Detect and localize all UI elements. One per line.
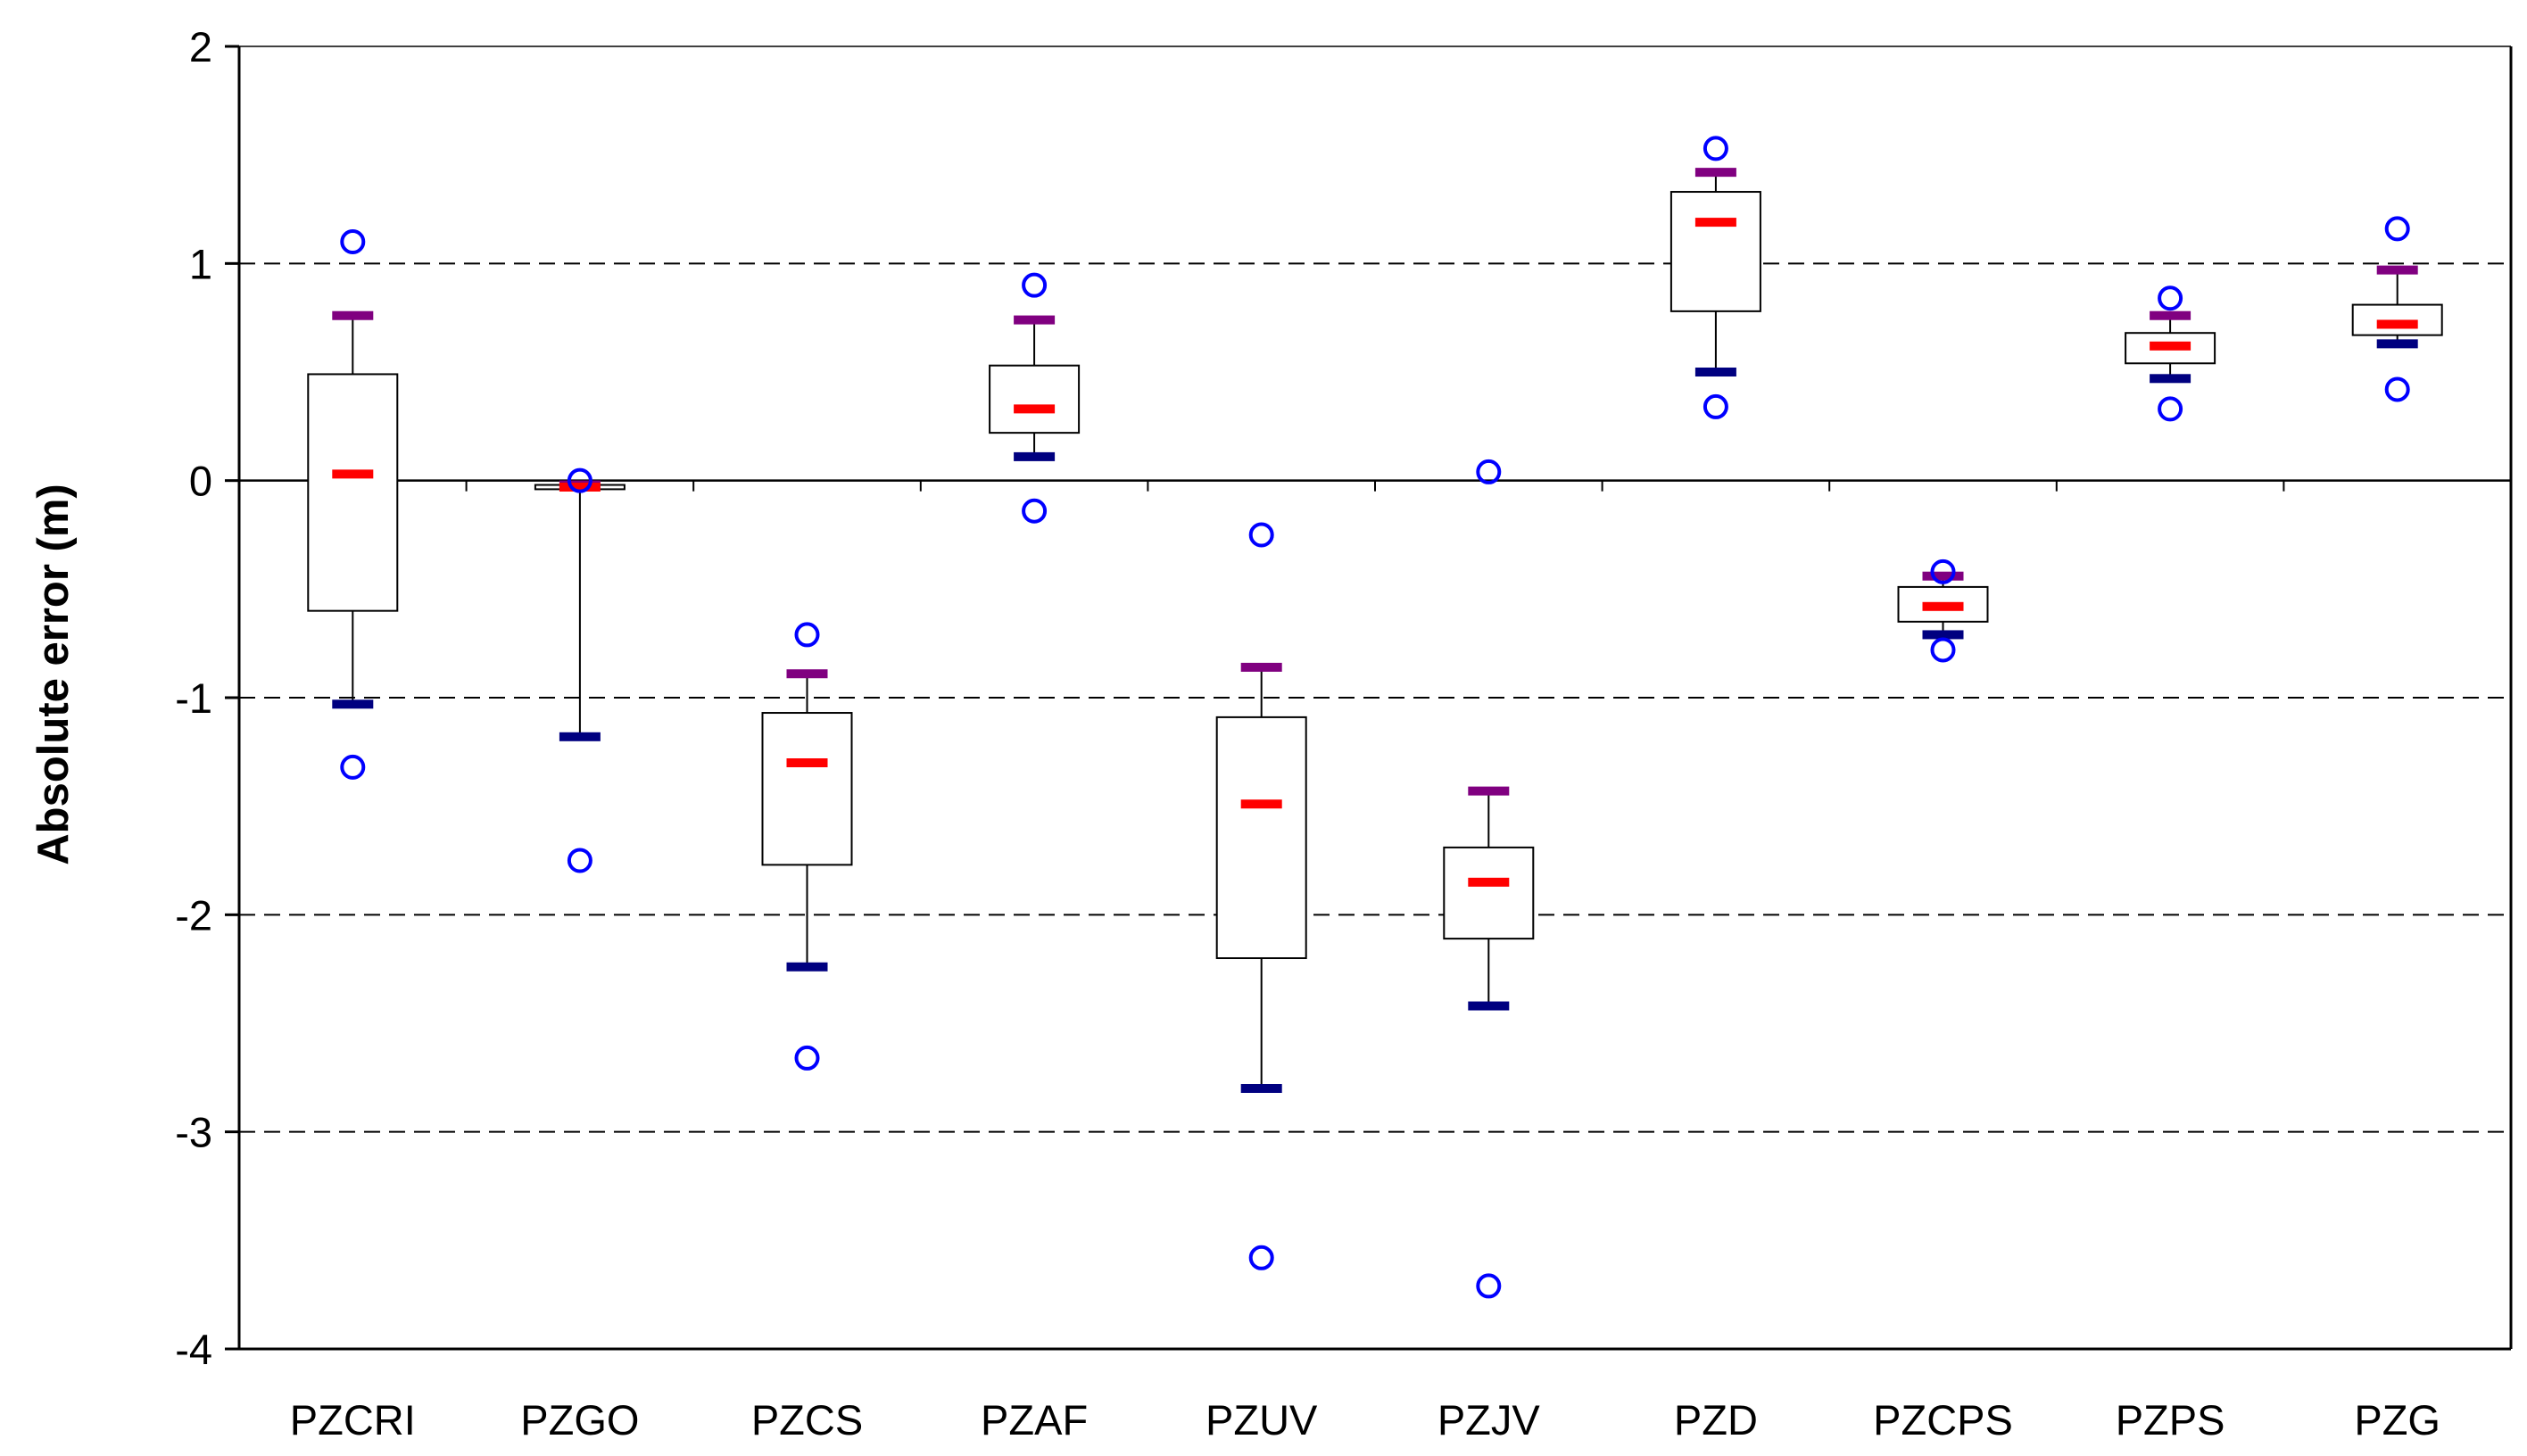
outlier-point bbox=[2384, 376, 2410, 402]
outlier-point bbox=[2158, 396, 2183, 422]
median-marker bbox=[1694, 218, 1736, 228]
x-tick-label: PZPS bbox=[2116, 1396, 2225, 1444]
outlier-point bbox=[567, 467, 592, 493]
box bbox=[307, 373, 399, 612]
axis-layer bbox=[225, 45, 2513, 1351]
box bbox=[1215, 716, 1307, 960]
median-marker bbox=[2150, 341, 2191, 351]
box bbox=[1669, 191, 1761, 312]
y-tick-label: -1 bbox=[175, 674, 212, 722]
y-tick-label: 2 bbox=[189, 23, 212, 70]
y-tick-label: -2 bbox=[175, 891, 212, 939]
y-tick-label: 0 bbox=[189, 458, 212, 505]
max-marker bbox=[1468, 786, 1510, 796]
outlier-point bbox=[1022, 498, 1048, 524]
median-marker bbox=[2376, 319, 2418, 329]
min-marker bbox=[786, 962, 828, 972]
box-group-PZAF bbox=[989, 272, 1081, 524]
box-group-PZD bbox=[1669, 136, 1761, 419]
median-marker bbox=[1240, 799, 1282, 809]
outlier-point bbox=[1703, 393, 1728, 419]
max-marker bbox=[2150, 310, 2191, 320]
box-layer bbox=[307, 136, 2443, 1299]
outlier-point bbox=[1703, 136, 1728, 161]
x-tick-label: PZD bbox=[1674, 1396, 1758, 1444]
box-group-PZGO bbox=[534, 467, 626, 873]
min-marker bbox=[2376, 339, 2418, 349]
outlier-point bbox=[1476, 1273, 1502, 1299]
outlier-point bbox=[1248, 1245, 1274, 1270]
min-marker bbox=[1468, 1001, 1510, 1011]
median-marker bbox=[1468, 877, 1510, 887]
y-tick-label: -3 bbox=[175, 1109, 212, 1156]
min-marker bbox=[332, 699, 374, 709]
max-marker bbox=[1922, 571, 1964, 581]
min-marker bbox=[1014, 451, 1056, 461]
x-tick-label: PZAF bbox=[981, 1396, 1088, 1444]
box-group-PZPS bbox=[2125, 285, 2216, 422]
min-marker bbox=[1694, 368, 1736, 376]
outlier-point bbox=[1022, 272, 1048, 298]
x-tick-label: PZCS bbox=[751, 1396, 863, 1444]
outlier-point bbox=[1476, 459, 1502, 484]
max-marker bbox=[332, 310, 374, 320]
x-tick-label: PZCPS bbox=[1873, 1396, 2013, 1444]
median-marker bbox=[786, 758, 828, 767]
x-tick-label: PZCRI bbox=[290, 1396, 416, 1444]
outlier-point bbox=[2158, 285, 2183, 311]
median-marker bbox=[559, 482, 601, 492]
outlier-point bbox=[794, 1045, 820, 1071]
outlier-point bbox=[1248, 522, 1274, 548]
outlier-point bbox=[340, 754, 366, 780]
outlier-point bbox=[567, 848, 592, 873]
box bbox=[761, 712, 853, 866]
max-marker bbox=[1240, 662, 1282, 672]
outlier-point bbox=[794, 622, 820, 648]
box bbox=[989, 364, 1081, 434]
outlier-point bbox=[2384, 216, 2410, 242]
median-marker bbox=[1922, 601, 1964, 611]
box bbox=[1443, 846, 1535, 940]
box-group-PZCRI bbox=[307, 229, 399, 780]
box-group-PZG bbox=[2351, 216, 2443, 402]
box-group-PZCS bbox=[761, 622, 853, 1071]
outlier-point bbox=[1930, 558, 1956, 584]
min-marker bbox=[2150, 374, 2191, 384]
y-axis-title: Absolute error (m) bbox=[29, 484, 78, 864]
y-tick-label: 1 bbox=[189, 240, 212, 287]
max-marker bbox=[1694, 168, 1736, 178]
max-marker bbox=[2376, 265, 2418, 275]
box-group-PZJV bbox=[1443, 459, 1535, 1299]
box-group-PZUV bbox=[1215, 522, 1307, 1270]
median-marker bbox=[1014, 404, 1056, 414]
y-tick-label: -4 bbox=[175, 1326, 212, 1373]
x-tick-label: PZG bbox=[2354, 1396, 2440, 1444]
outlier-point bbox=[1930, 637, 1956, 663]
x-tick-label: PZJV bbox=[1437, 1396, 1541, 1444]
x-tick-label: PZGO bbox=[520, 1396, 639, 1444]
median-marker bbox=[332, 469, 374, 479]
max-marker bbox=[1014, 315, 1056, 325]
min-marker bbox=[1240, 1084, 1282, 1093]
min-marker bbox=[559, 732, 601, 741]
box-group-PZCPS bbox=[1897, 558, 1989, 663]
min-marker bbox=[1922, 630, 1964, 640]
grid-layer bbox=[239, 262, 2511, 1133]
outlier-point bbox=[340, 229, 366, 254]
max-marker bbox=[786, 669, 828, 679]
x-tick-label: PZUV bbox=[1206, 1396, 1318, 1444]
